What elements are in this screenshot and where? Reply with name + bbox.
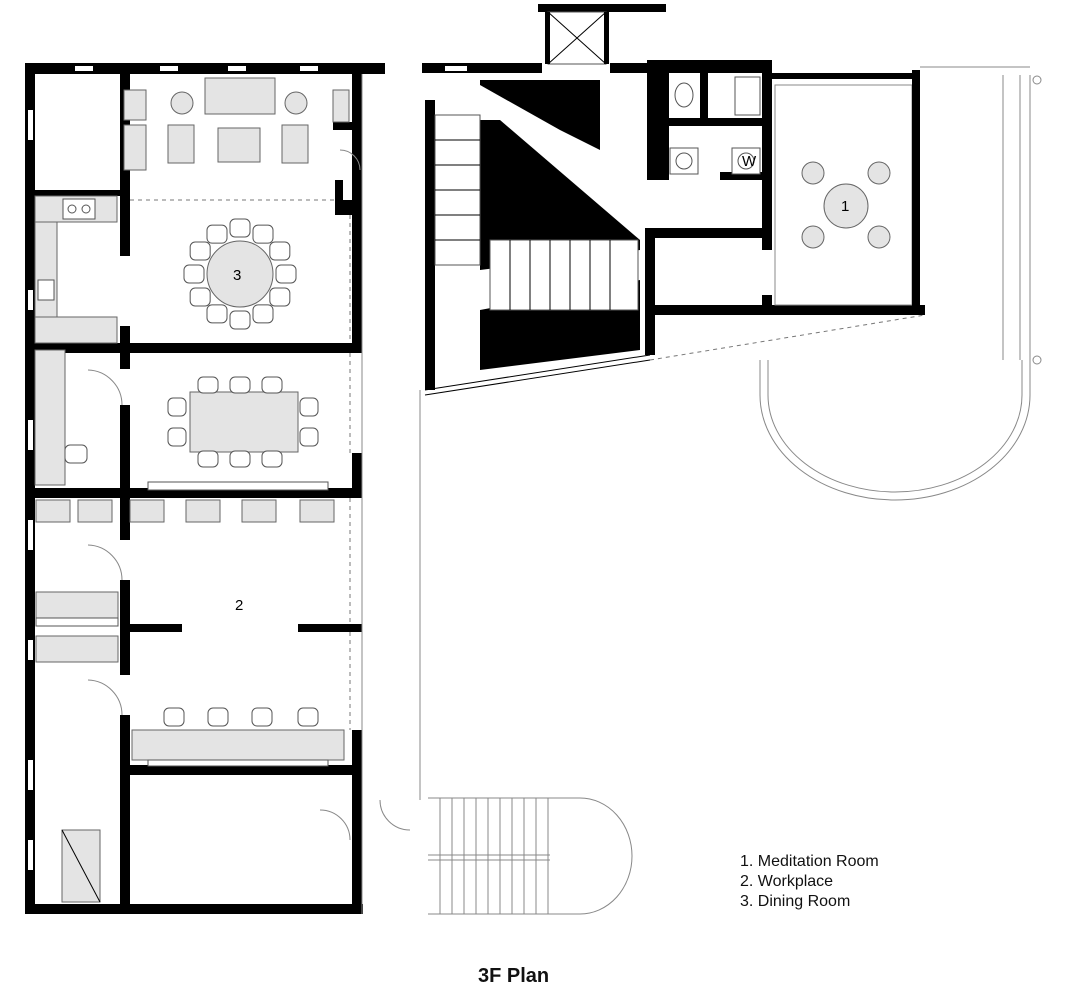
corridor <box>87 74 421 914</box>
workplace: 2 <box>35 499 345 903</box>
washer-label: W <box>742 153 757 170</box>
terrace <box>649 66 1042 501</box>
dining-chair <box>189 287 211 307</box>
dining-chair <box>183 264 205 284</box>
living-room-furniture <box>123 77 350 201</box>
room-number-2: 2 <box>235 597 243 614</box>
central-stair-core <box>424 4 666 396</box>
dining-chair <box>275 264 297 284</box>
dining-room: 3 <box>183 218 297 330</box>
dining-chair <box>269 287 291 307</box>
room-number-3: 3 <box>233 267 241 284</box>
dining-chair <box>206 224 228 244</box>
dining-chair <box>189 241 211 261</box>
dining-chair <box>252 224 274 244</box>
plan-title: 3F Plan <box>478 965 549 987</box>
legend-item-1: 1. Meditation Room <box>740 853 879 870</box>
legend-item-2: 2. Workplace <box>740 873 833 890</box>
room-number-1: 1 <box>841 198 849 215</box>
dining-chair <box>269 241 291 261</box>
meeting-room <box>34 349 329 491</box>
lower-stair <box>428 797 633 915</box>
kitchen <box>34 195 118 344</box>
dining-chair <box>206 304 228 324</box>
interior-walls <box>25 74 362 905</box>
legend: 1. Meditation Room 2. Workplace 3. Dinin… <box>740 853 879 910</box>
legend-item-3: 3. Dining Room <box>740 893 850 910</box>
dining-chair <box>229 310 251 330</box>
dining-chair <box>229 218 251 238</box>
dining-chair <box>252 304 274 324</box>
bathroom-block: W <box>645 60 925 355</box>
meditation-room: 1 <box>770 70 920 315</box>
